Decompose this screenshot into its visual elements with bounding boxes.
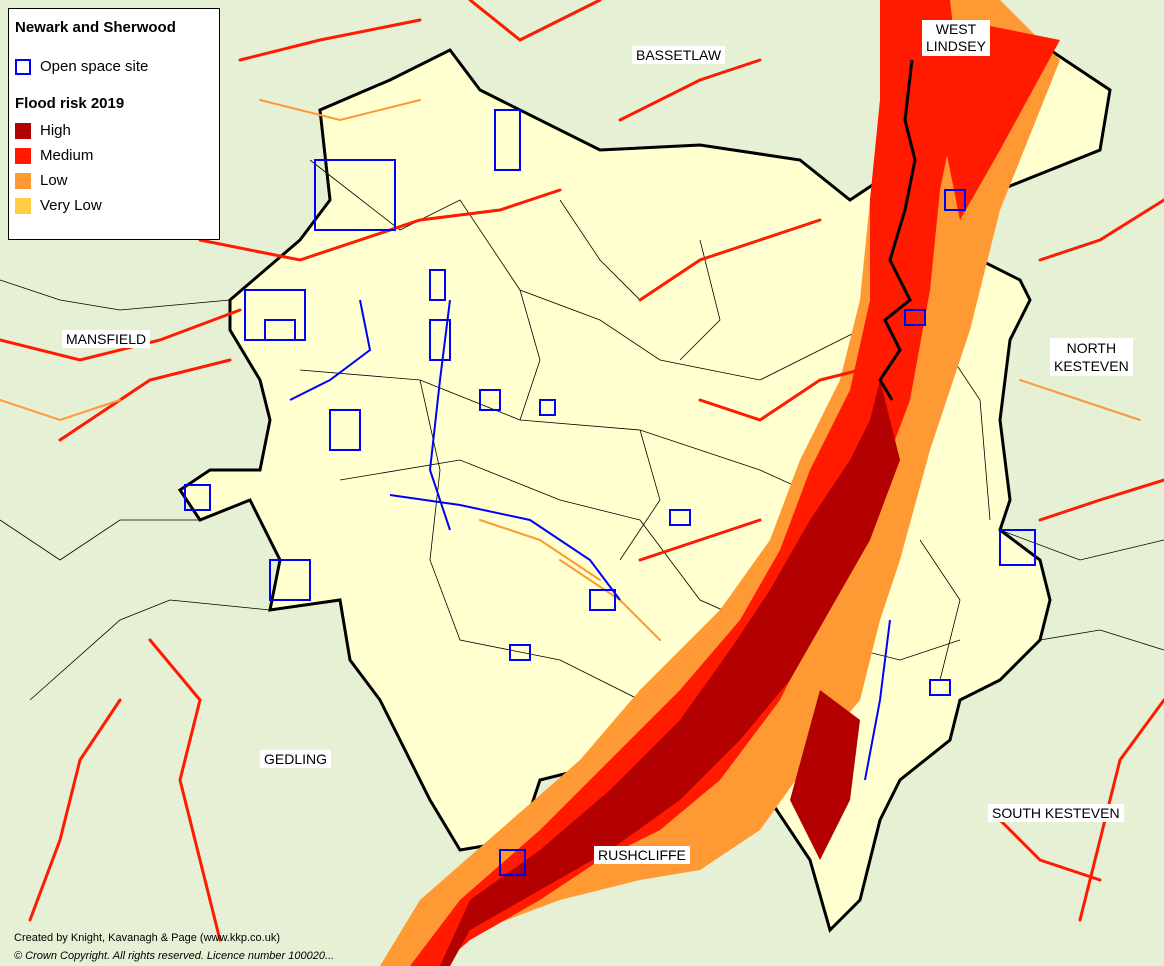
open-space-site bbox=[944, 189, 966, 211]
high-swatch bbox=[15, 123, 31, 139]
legend-label-medium: Medium bbox=[40, 147, 94, 164]
open-space-site bbox=[904, 309, 926, 326]
river-trent bbox=[878, 59, 917, 401]
open-space-site bbox=[999, 529, 1036, 566]
legend-title: Newark and Sherwood bbox=[15, 19, 176, 36]
place-label-mansfield: MANSFIELD bbox=[62, 330, 151, 348]
open-space-site bbox=[329, 409, 361, 451]
very-low-swatch bbox=[15, 198, 31, 214]
region-boundaries bbox=[0, 279, 1164, 701]
open-space-site bbox=[184, 484, 211, 511]
legend-label-open-space: Open space site bbox=[40, 58, 149, 75]
open-space-site bbox=[429, 269, 446, 301]
place-label-north-kesteven: NORTH KESTEVEN bbox=[1050, 338, 1133, 376]
open-space-site bbox=[314, 159, 396, 231]
place-label-west-lindsey-line2: LINDSEY bbox=[926, 38, 986, 54]
place-label-north-kesteven-line1: NORTH bbox=[1066, 340, 1117, 356]
place-label-gedling: GEDLING bbox=[260, 750, 332, 768]
place-label-south-kesteven: SOUTH KESTEVEN bbox=[988, 804, 1124, 822]
open-space-site bbox=[539, 399, 556, 416]
place-label-bassetlaw: BASSETLAW bbox=[632, 46, 726, 64]
place-label-west-lindsey: WEST LINDSEY bbox=[922, 20, 990, 56]
low-swatch bbox=[15, 173, 31, 189]
open-space-site bbox=[494, 109, 521, 171]
open-space-site bbox=[264, 319, 296, 341]
open-space-swatch bbox=[15, 59, 31, 75]
credit-line: Created by Knight, Kavanagh & Page (www.… bbox=[14, 932, 280, 944]
legend-label-low: Low bbox=[40, 172, 68, 189]
copyright-line: © Crown Copyright. All rights reserved. … bbox=[14, 950, 335, 962]
open-space-site bbox=[499, 849, 526, 876]
open-space-sites bbox=[184, 109, 1036, 876]
open-space-site bbox=[589, 589, 616, 611]
legend-label-very-low: Very Low bbox=[40, 197, 102, 214]
open-space-site bbox=[669, 509, 691, 526]
legend-flood-title: Flood risk 2019 bbox=[15, 95, 125, 112]
place-label-rushcliffe: RUSHCLIFFE bbox=[594, 846, 690, 864]
place-label-north-kesteven-line2: KESTEVEN bbox=[1054, 358, 1129, 374]
open-space-site bbox=[269, 559, 311, 601]
open-space-site bbox=[509, 644, 531, 661]
open-space-site bbox=[429, 319, 451, 361]
medium-swatch bbox=[15, 148, 31, 164]
legend-label-high: High bbox=[40, 122, 71, 139]
flood-zone-high bbox=[440, 380, 900, 966]
place-label-west-lindsey-line1: WEST bbox=[935, 21, 977, 37]
open-space-site bbox=[929, 679, 951, 696]
map-legend: Newark and Sherwood Open space site Floo… bbox=[8, 8, 220, 240]
flood-streams bbox=[0, 0, 1164, 942]
open-space-site bbox=[479, 389, 501, 411]
